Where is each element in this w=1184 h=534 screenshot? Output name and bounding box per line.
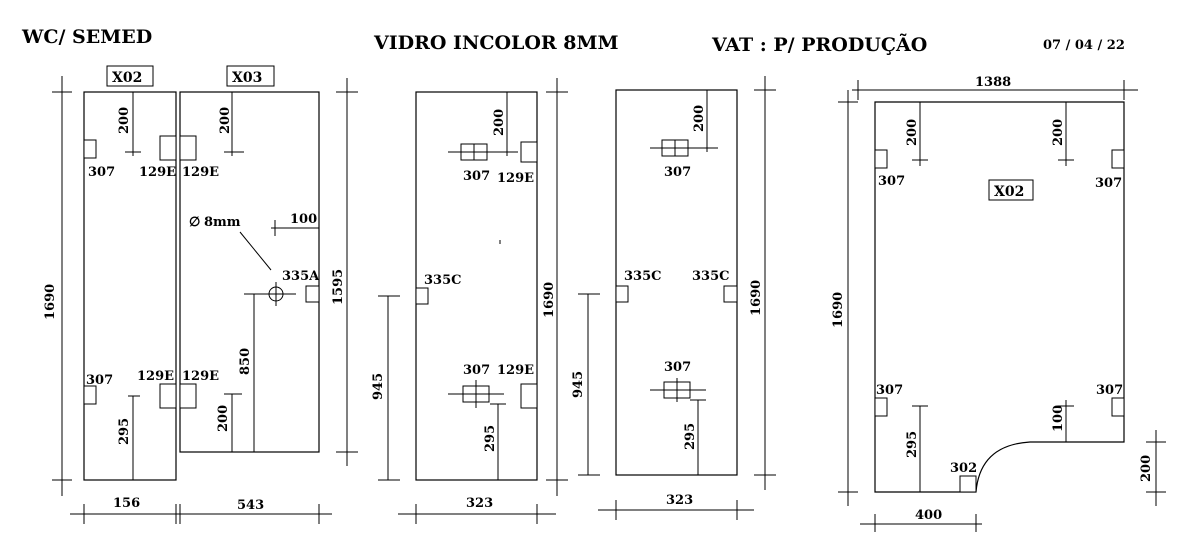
hardware-129e (520, 141, 538, 163)
panel-tag-box (988, 179, 1034, 201)
dimension-label: 100 (1051, 405, 1066, 432)
dimension-label: 400 (915, 508, 942, 523)
dimension-label: 200 (117, 107, 132, 134)
panel-tag-x03: X03 (232, 70, 262, 86)
panel-4-group: 1388 X02 1690 200 200 307 307 307 307 29… (831, 75, 1166, 532)
dimension-label: 945 (371, 373, 386, 400)
hardware-label: 307 (463, 169, 490, 184)
dimension-label: 323 (666, 493, 693, 508)
hole-diameter-symbol: ∅ (189, 215, 200, 230)
panel-x02-x03-group: X02 X03 1690 1595 156 543 200 200 307 1 (43, 65, 358, 524)
hardware-label: 129E (139, 165, 176, 180)
hardware-335c (723, 285, 738, 303)
panel-3-outline (615, 89, 738, 476)
dimension-label: 1388 (975, 75, 1011, 90)
hole-diameter-label: 8mm (204, 215, 241, 230)
dimension-label: 295 (483, 425, 498, 452)
dimension-label: 295 (683, 423, 698, 450)
hardware-335c (415, 287, 429, 305)
hardware-label: 307 (664, 360, 691, 375)
hardware-307 (874, 149, 888, 169)
dimension-label: 945 (571, 371, 586, 398)
hardware-307 (83, 139, 97, 159)
dimension-label: 1690 (43, 284, 58, 320)
dimension-label: 1595 (331, 269, 346, 305)
dimension-label: 200 (692, 105, 707, 132)
hardware-307 (1111, 149, 1125, 169)
hardware-label: 307 (664, 165, 691, 180)
hardware-129e (159, 135, 177, 161)
hardware-label: 335C (624, 269, 661, 284)
panel-tag-box (226, 65, 275, 87)
panel-tag-x02: X02 (994, 184, 1024, 200)
hardware-302 (959, 475, 977, 493)
dimension-label: 295 (905, 431, 920, 458)
hardware-label: 129E (182, 165, 219, 180)
dimension-label: 1690 (831, 292, 846, 328)
hardware-129e (159, 383, 177, 409)
hardware-label: 307 (88, 165, 115, 180)
dimension-label: 295 (117, 418, 132, 445)
hardware-129e (179, 383, 197, 409)
hardware-307 (874, 397, 888, 417)
dimension-label: 1690 (749, 280, 764, 316)
hardware-307 (83, 385, 97, 405)
hardware-label: 302 (950, 461, 977, 476)
dimension-label: 543 (237, 498, 264, 513)
hardware-129e (520, 383, 538, 409)
panel-tag-x02: X02 (112, 70, 142, 86)
hardware-129e (179, 135, 197, 161)
dimension-label: 200 (492, 109, 507, 136)
dimension-label: 156 (113, 496, 140, 511)
hardware-label: 307 (1095, 176, 1122, 191)
hardware-label: 129E (497, 363, 534, 378)
hardware-335c (615, 285, 629, 303)
dimension-label: 200 (1051, 119, 1066, 146)
hardware-label: 307 (878, 174, 905, 189)
hardware-label: 307 (1096, 383, 1123, 398)
material-title: VIDRO INCOLOR 8MM (373, 32, 619, 54)
panel-2-outline (415, 91, 538, 481)
panel-3-group: 200 307 335C 335C 945 1690 307 295 323 (571, 76, 776, 520)
dimension-label: 100 (290, 212, 317, 227)
dimension-label: 850 (238, 348, 253, 375)
dimension-label: 323 (466, 496, 493, 511)
hardware-335a (305, 285, 320, 303)
hardware-label: 307 (463, 363, 490, 378)
hardware-label: 307 (876, 383, 903, 398)
hardware-307 (1111, 397, 1125, 417)
dimension-label: 200 (216, 405, 231, 432)
client-title: WC/ SEMED (21, 26, 152, 48)
hardware-label: 307 (86, 373, 113, 388)
panel-2-group: 200 307 129E 335C 945 1690 307 129E 295 (371, 78, 568, 524)
hardware-label: 335A (282, 269, 320, 284)
dimension-label: 200 (218, 107, 233, 134)
panel-x02-outline (83, 91, 177, 481)
hardware-label: 335C (424, 273, 461, 288)
dimension-label: 1690 (542, 282, 557, 318)
panel-tag-box (106, 65, 154, 87)
dimension-label: 200 (1139, 455, 1154, 482)
panel-x03-outline (179, 91, 320, 453)
date-label: 07 / 04 / 22 (1043, 38, 1125, 53)
hardware-label: 129E (182, 369, 219, 384)
vat-title: VAT : P/ PRODUÇÃO (711, 33, 927, 56)
hardware-label: 129E (497, 171, 534, 186)
hardware-label: 129E (137, 369, 174, 384)
hardware-label: 335C (692, 269, 729, 284)
dimension-label: 200 (905, 119, 920, 146)
leader-line (239, 231, 272, 271)
